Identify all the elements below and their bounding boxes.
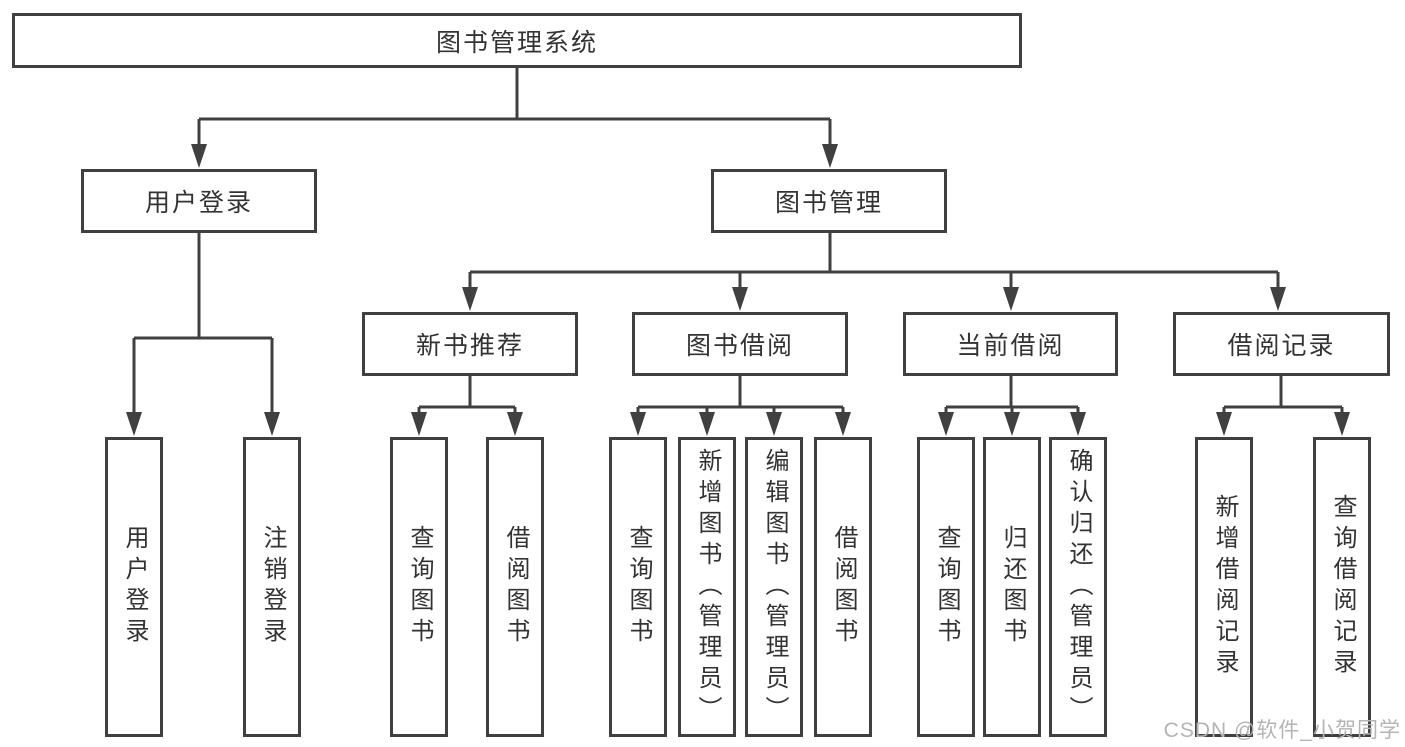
node-add-borrow-record: 新增借阅记录: [1195, 437, 1253, 737]
node-current-borrowing: 当前借阅: [903, 312, 1118, 376]
node-logout-leaf: 注销登录: [243, 437, 301, 737]
node-confirm-return-admin: 确认归还（管理员）: [1049, 437, 1107, 737]
node-add-books-admin: 新增图书（管理员）: [678, 437, 736, 737]
node-borrow-books-2: 借阅图书: [814, 437, 872, 737]
node-user-login: 用户登录: [81, 169, 317, 233]
node-book-management: 图书管理: [711, 169, 947, 233]
node-borrow-books-1: 借阅图书: [486, 437, 544, 737]
node-borrowing-records: 借阅记录: [1173, 312, 1390, 376]
node-book-borrowing: 图书借阅: [632, 312, 848, 376]
node-return-books: 归还图书: [983, 437, 1041, 737]
node-new-book-recommend: 新书推荐: [362, 312, 578, 376]
node-query-books-3: 查询图书: [917, 437, 975, 737]
node-user-login-leaf: 用户登录: [105, 437, 163, 737]
node-query-borrow-record: 查询借阅记录: [1313, 437, 1371, 737]
node-edit-books-admin: 编辑图书（管理员）: [745, 437, 803, 737]
node-library-management-system: 图书管理系统: [12, 13, 1022, 68]
node-query-books-1: 查询图书: [390, 437, 448, 737]
node-query-books-2: 查询图书: [609, 437, 667, 737]
watermark: CSDN @软件_小贺同学: [1163, 719, 1401, 742]
